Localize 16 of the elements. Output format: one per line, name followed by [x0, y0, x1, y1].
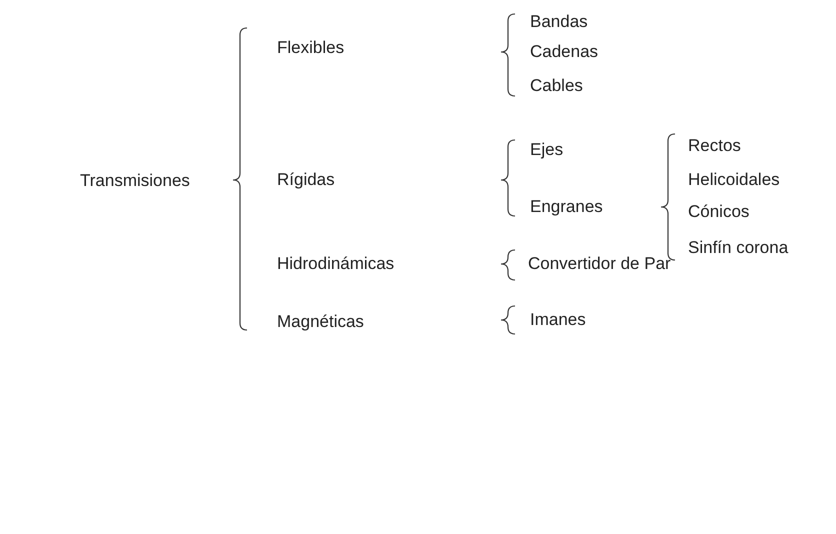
category-label: Bandas: [530, 12, 588, 32]
category-label: Transmisiones: [80, 170, 190, 192]
category-label: Cónicos: [688, 202, 750, 222]
category-label: Flexibles: [277, 38, 344, 58]
category-label: Imanes: [530, 310, 586, 330]
category-label: Rígidas: [277, 170, 335, 190]
category-label: Cables: [530, 76, 583, 96]
category-label: Convertidor de Par: [528, 254, 671, 274]
category-label: Cadenas: [530, 42, 598, 62]
category-label: Engranes: [530, 196, 603, 218]
category-label: Rectos: [688, 136, 741, 156]
category-label: Hidrodinámicas: [277, 254, 394, 274]
category-label: Sinfín corona: [688, 238, 788, 258]
category-label: Ejes: [530, 140, 564, 160]
category-label: Magnéticas: [277, 312, 364, 332]
category-label: Helicoidales: [688, 170, 780, 190]
